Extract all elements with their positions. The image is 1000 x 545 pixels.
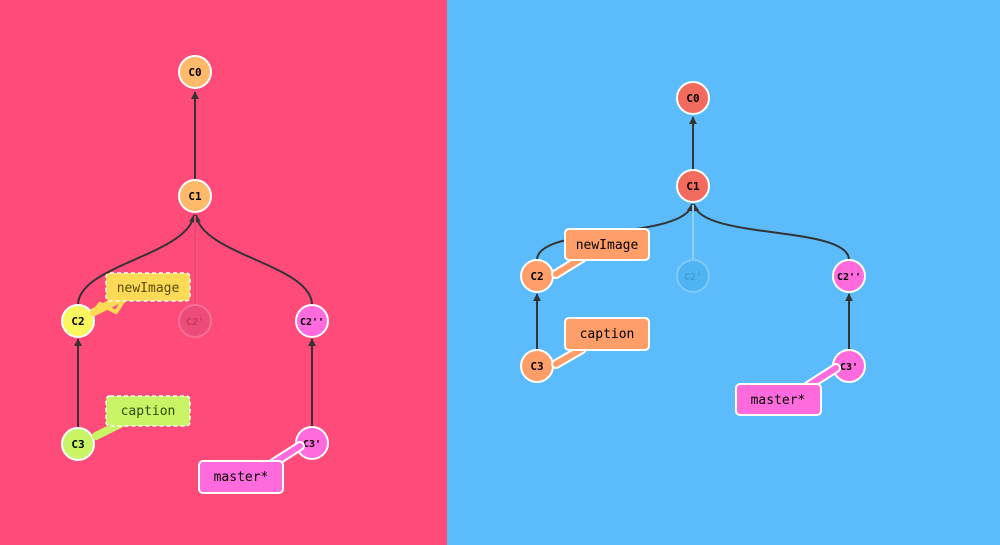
commit-node-c1[interactable]: C1 — [676, 169, 710, 203]
branch-tag-label: master* — [214, 470, 269, 485]
branch-tag-box — [564, 317, 650, 351]
branch-tag-label: newImage — [576, 238, 639, 253]
branch-tag-label: caption — [580, 327, 635, 342]
edge-c2pp-c1 — [193, 214, 313, 306]
commit-circle — [295, 304, 329, 338]
commit-label: C1 — [188, 190, 202, 203]
branch-tag-label: newImage — [117, 281, 180, 296]
branch-tag-label: master* — [751, 393, 806, 408]
branch-tag-box — [564, 228, 650, 261]
commit-label: C2 — [530, 270, 543, 283]
commit-label: C2'' — [837, 272, 861, 283]
edge-c2-c1 — [77, 214, 197, 306]
commit-label: C3' — [840, 362, 858, 373]
commit-node-c2-ghost: C2' — [676, 259, 710, 293]
commit-circle — [178, 304, 212, 338]
branch-tag-box — [198, 460, 284, 494]
commit-node-c3p[interactable]: C3' — [295, 426, 329, 460]
commit-circle — [676, 259, 710, 293]
commit-node-c3[interactable]: C3 — [61, 427, 95, 461]
branch-tag-caption[interactable]: caption — [92, 395, 191, 440]
commit-circle — [676, 81, 710, 115]
commit-label: C2' — [684, 272, 702, 283]
branch-tag-caption[interactable]: caption — [551, 317, 650, 369]
branch-tag-master[interactable]: master* — [198, 441, 305, 494]
commit-label: C0 — [686, 92, 699, 105]
branch-tag-label: caption — [121, 404, 176, 419]
commit-node-c2pp[interactable]: C2'' — [295, 304, 329, 338]
commit-node-c2-ghost: C2' — [178, 304, 212, 338]
commit-circle — [178, 179, 212, 213]
commit-circle — [832, 259, 866, 293]
edge-c2pp-c1 — [691, 203, 850, 261]
branch-tag-newimage[interactable]: newImage — [551, 228, 650, 279]
commit-label: C2'' — [300, 317, 324, 328]
left-edges — [74, 91, 316, 428]
commit-node-c3[interactable]: C3 — [520, 349, 554, 383]
commit-label: C0 — [188, 66, 201, 79]
commit-label: C1 — [686, 180, 700, 193]
commit-node-c1[interactable]: C1 — [178, 179, 212, 213]
branch-tag-master[interactable]: master* — [735, 363, 841, 416]
commit-circle — [61, 304, 95, 338]
commit-node-c0[interactable]: C0 — [676, 81, 710, 115]
left-nodes: C0 C1 C2 C2' C2'' C3 C3' — [61, 55, 329, 461]
left-branch-tags: newImage caption master* — [89, 272, 305, 494]
commit-label: C3 — [71, 438, 84, 451]
commit-node-c2pp[interactable]: C2'' — [832, 259, 866, 293]
branch-tag-newimage[interactable]: newImage — [89, 272, 191, 317]
commit-node-c2[interactable]: C2 — [61, 304, 95, 338]
branch-tag-box — [105, 395, 191, 427]
commit-label: C2' — [186, 317, 204, 328]
commit-circle — [676, 169, 710, 203]
commit-label: C2 — [71, 315, 84, 328]
branch-tag-box — [105, 272, 191, 302]
commit-label: C3' — [303, 439, 321, 450]
commit-circle — [178, 55, 212, 89]
commit-circle — [61, 427, 95, 461]
commit-label: C3 — [530, 360, 543, 373]
right-branch-tags: newImage caption master* — [551, 228, 841, 416]
right-nodes: C0 C1 C2 C2' C2'' C3 C3' — [520, 81, 866, 383]
commit-node-c2[interactable]: C2 — [520, 259, 554, 293]
branch-tag-box — [735, 383, 822, 416]
commit-node-c0[interactable]: C0 — [178, 55, 212, 89]
branch-tag-arrow-shaft — [553, 346, 585, 367]
